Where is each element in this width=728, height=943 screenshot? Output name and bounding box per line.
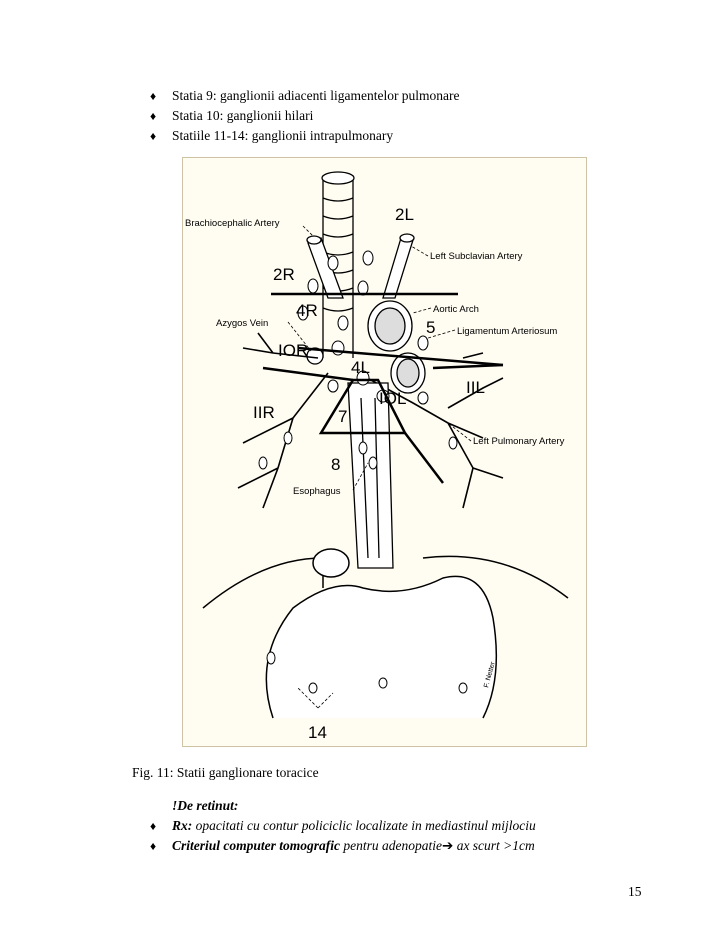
aortic-arch [367,300,413,352]
station-8: 8 [331,455,340,474]
station-10l: IOL [379,389,406,408]
bullet-text: Statia 9: ganglionii adiacenti ligamente… [172,88,460,103]
diaphragm [202,548,569,719]
aortic-arch-label: Aortic Arch [433,304,479,315]
station-4l: 4L [351,358,370,377]
note-text: pentru adenopatie [340,838,442,853]
left-subclavian-label: Left Subclavian Artery [430,251,523,262]
list-item: ♦ Rx: opacitati cu contur policiclic loca… [150,816,536,836]
left-pulmonary-artery-label: Left Pulmonary Artery [473,436,565,447]
left-subclavian-artery [382,233,415,299]
note-text: opacitati cu contur policiclic localizat… [192,818,536,833]
page-number: 15 [628,884,642,899]
lymph-nodes [258,250,468,694]
brachiocephalic-label: Brachiocephalic Artery [185,218,280,229]
brachiocephalic-artery [306,235,344,299]
note-bold: Criteriul computer tomografic [172,838,341,853]
trachea [321,171,355,358]
list-item: ♦ Statiile 11-14: ganglionii intrapulmona… [150,126,460,146]
ligamentum-label: Ligamentum Arteriosum [457,326,557,337]
diamond-bullet-icon: ♦ [150,109,157,123]
anatomical-figure: Brachiocephalic Artery Left Subclavian A… [182,157,587,747]
left-bronchus [357,352,504,509]
note-title: !De retinut: [172,798,239,813]
list-item: ♦ Statia 10: ganglionii hilari [150,106,460,126]
station-2r: 2R [273,265,295,284]
note-tail: ax scurt >1cm [453,838,535,853]
diamond-bullet-icon: ♦ [150,819,157,833]
bullet-list: ♦ Statia 9: ganglionii adiacenti ligament… [150,86,460,146]
station-7: 7 [338,407,347,426]
leader-lines [287,225,472,709]
station-4r: 4R [296,301,318,320]
station-14: 14 [308,723,327,742]
station-11r: IIR [253,403,275,422]
station-boundaries [262,292,504,484]
list-item: ♦ Statia 9: ganglionii adiacenti ligament… [150,86,460,106]
note-bold: Rx: [172,818,193,833]
right-bronchus [237,332,329,509]
list-item: ♦ Criteriul computer tomografic pentru ad… [150,836,536,856]
station-2l: 2L [395,205,414,224]
note-block: !De retinut: ♦ Rx: opacitati cu contur po… [150,796,536,856]
station-11l: IIL [466,378,485,397]
diamond-bullet-icon: ♦ [150,839,157,853]
esophagus-label: Esophagus [293,486,341,497]
figure-caption: Fig. 11: Statii ganglionare toracice [132,765,319,780]
arrow-right-icon: ➔ [442,838,454,853]
bullet-text: Statia 10: ganglionii hilari [172,108,314,123]
bullet-text: Statiile 11-14: ganglionii intrapulmonar… [172,128,394,143]
azygos-label: Azygos Vein [216,318,268,329]
station-5: 5 [426,318,435,337]
diamond-bullet-icon: ♦ [150,129,157,143]
lymph-node-diagram: Brachiocephalic Artery Left Subclavian A… [185,171,569,742]
station-10r: IOR [278,341,308,360]
left-pulmonary-artery-vessel [390,352,426,394]
esophagus-vessel [347,382,394,569]
diamond-bullet-icon: ♦ [150,89,157,103]
